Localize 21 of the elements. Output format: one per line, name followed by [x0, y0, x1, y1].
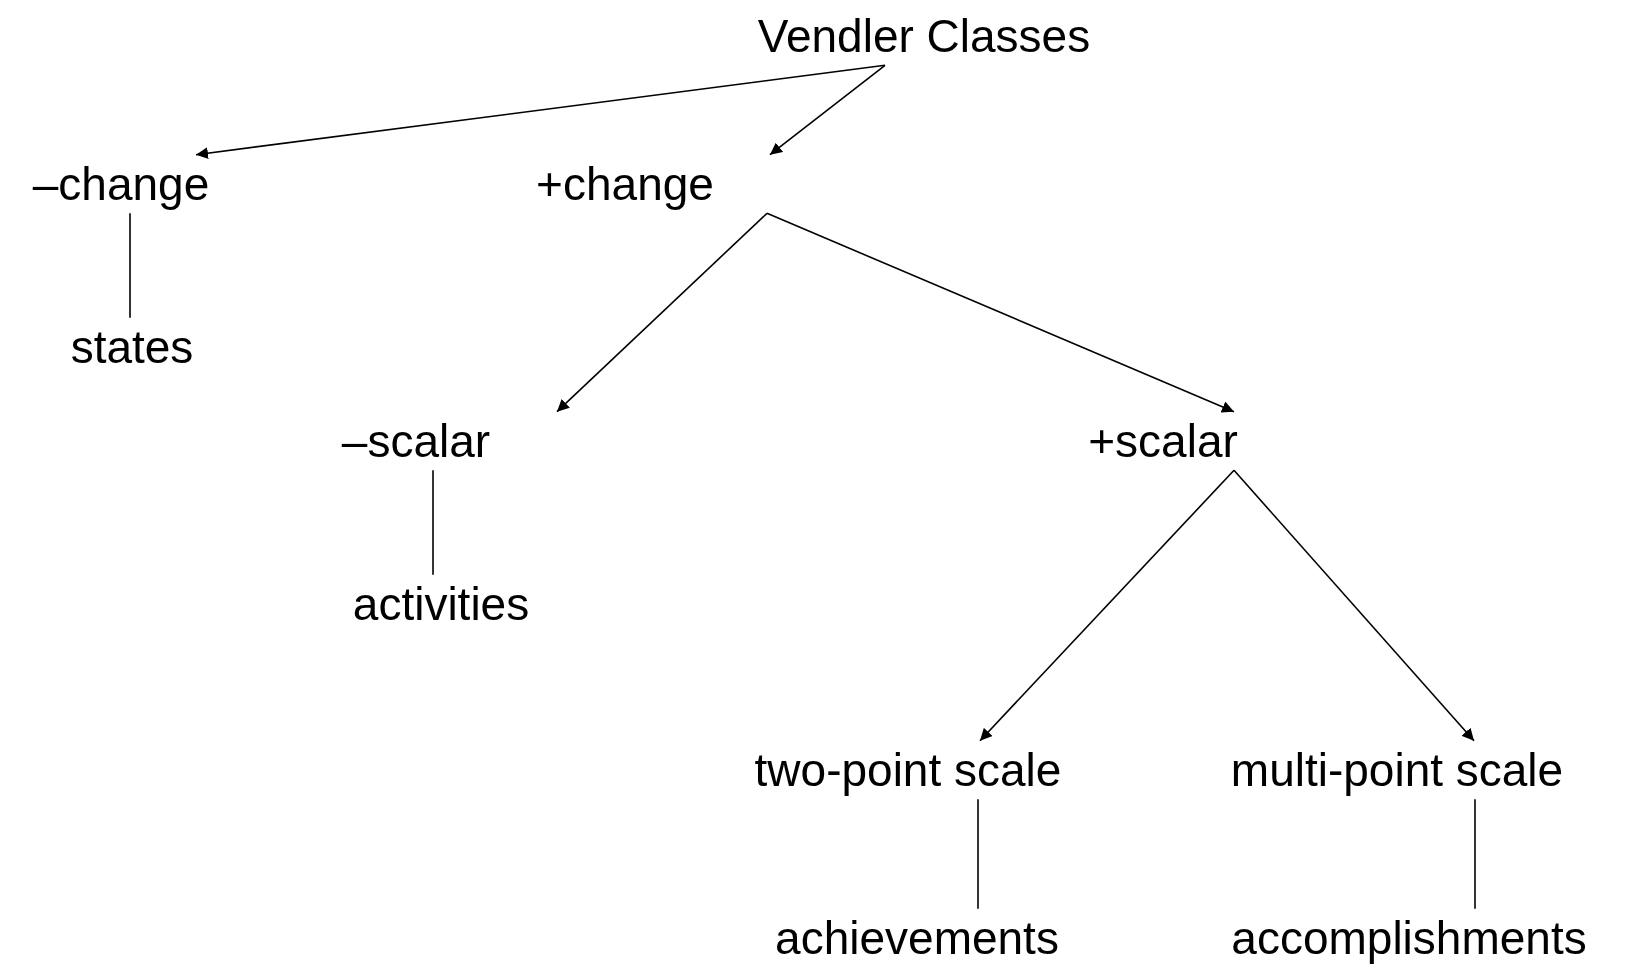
connector-line — [129, 212, 131, 319]
node-label: +change — [536, 158, 714, 210]
node-label: accomplishments — [1231, 912, 1587, 964]
arrow — [979, 469, 1235, 742]
node-label: achievements — [775, 912, 1059, 964]
node-label: two-point scale — [754, 744, 1062, 796]
arrow — [1233, 469, 1475, 742]
arrow — [195, 64, 886, 160]
arrow — [766, 212, 1235, 413]
node-label: multi-point scale — [1230, 744, 1564, 796]
node-label: –scalar — [341, 415, 491, 467]
arrow — [769, 64, 886, 156]
connector-line — [432, 469, 434, 576]
node-label: –change — [32, 158, 210, 210]
arrow — [556, 212, 768, 413]
node-label: activities — [352, 578, 530, 630]
node-label: states — [70, 321, 194, 373]
connector-line — [1474, 798, 1476, 910]
connector-line — [977, 798, 979, 910]
node-label: Vendler Classes — [757, 10, 1091, 62]
node-label: +scalar — [1088, 415, 1238, 467]
